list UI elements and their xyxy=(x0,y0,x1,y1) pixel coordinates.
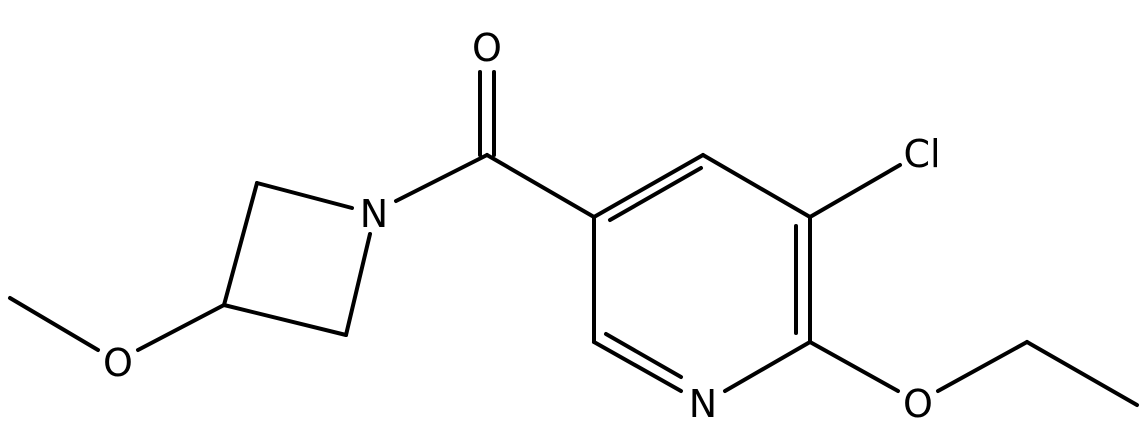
bond-azetidine-c4-n xyxy=(344,232,372,337)
methoxy-oxygen-label: O xyxy=(103,341,133,385)
bond-pyridine-c3-c4 xyxy=(592,153,705,219)
pyridine-nitrogen-label: N xyxy=(689,382,717,426)
bond-pyridine-c3-c4-inner xyxy=(608,166,703,222)
bond-pyridine-to-chlorine xyxy=(808,163,902,219)
azetidine-nitrogen-label: N xyxy=(360,192,388,236)
bond-methoxy-o-to-ch3 xyxy=(8,296,100,352)
bond-pyridine-to-ethoxy-o xyxy=(808,340,900,393)
bond-pyridine-n1-c2-inner xyxy=(604,332,683,379)
bond-carbonyl-to-azetidine-n xyxy=(394,153,489,203)
bond-ethoxy-ch2-to-ch3 xyxy=(1025,340,1139,407)
chlorine-label: Cl xyxy=(903,132,940,176)
bond-ethoxy-o-to-ch2 xyxy=(936,340,1029,393)
bond-pyridine-c4-c5 xyxy=(701,153,812,219)
ethoxy-oxygen-label: O xyxy=(903,382,933,426)
bond-azetidine-c3-to-methoxy-o xyxy=(136,303,226,352)
bond-pyridine-n1-c2 xyxy=(592,340,683,393)
bond-azetidine-c3-c4 xyxy=(222,303,348,337)
carbonyl-oxygen-label: O xyxy=(472,26,502,70)
bond-azetidine-c2-c3 xyxy=(222,181,259,307)
bond-carbonyl-to-pyridine xyxy=(485,153,596,219)
bond-azetidine-n-c2 xyxy=(255,181,354,210)
bond-pyridine-c6-n1 xyxy=(723,340,812,393)
